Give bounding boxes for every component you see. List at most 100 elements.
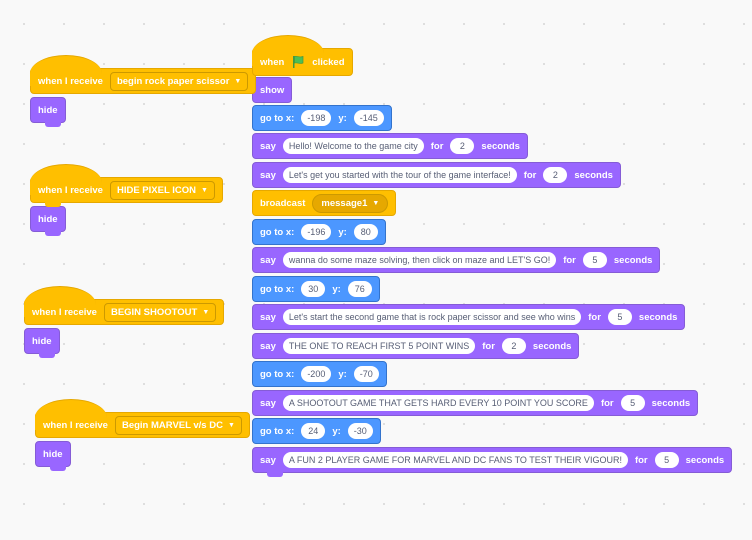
clicked-label: clicked: [312, 56, 345, 68]
broadcast-message-dropdown[interactable]: message1▼: [312, 193, 389, 213]
message-input[interactable]: Let's get you started with the tour of t…: [282, 167, 517, 183]
say-label: say: [260, 340, 276, 352]
say-for-secs-block-7[interactable]: say A FUN 2 PLAYER GAME FOR MARVEL AND D…: [252, 447, 733, 477]
for-label: for: [430, 140, 444, 152]
go-to-xy-block-1[interactable]: go to x: -198 y: -145: [252, 105, 392, 131]
goto-label: go to x:: [260, 368, 295, 380]
x-input[interactable]: 30: [301, 281, 326, 297]
say-label: say: [260, 454, 276, 466]
y-label: y:: [332, 283, 341, 295]
message-dropdown[interactable]: HIDE PIXEL ICON▼: [109, 180, 215, 200]
message-input[interactable]: A SHOOTOUT GAME THAT GETS HARD EVERY 10 …: [282, 395, 594, 411]
message-dropdown[interactable]: begin rock paper scissor▼: [109, 71, 249, 91]
go-to-xy-block-5[interactable]: go to x: 24 y: -30: [252, 418, 381, 444]
seconds-input[interactable]: 5: [620, 395, 645, 411]
show-block[interactable]: show: [252, 77, 293, 103]
chevron-down-icon: ▼: [372, 199, 380, 207]
seconds-label: seconds: [651, 397, 691, 409]
say-for-secs-block-6[interactable]: say A SHOOTOUT GAME THAT GETS HARD EVERY…: [252, 390, 699, 416]
goto-label: go to x:: [260, 283, 295, 295]
hat-label: when I receive: [32, 306, 97, 318]
say-for-secs-block-1[interactable]: say Hello! Welcome to the game city for …: [252, 133, 528, 159]
say-label: say: [260, 140, 276, 152]
broadcast-block[interactable]: broadcast message1▼: [252, 190, 397, 216]
chevron-down-icon: ▼: [234, 77, 242, 85]
show-label: show: [260, 84, 285, 96]
seconds-label: seconds: [481, 140, 520, 152]
y-input[interactable]: -30: [347, 423, 373, 439]
seconds-input[interactable]: 2: [450, 138, 475, 154]
message-dropdown[interactable]: Begin MARVEL v/s DC▼: [114, 415, 242, 435]
for-label: for: [482, 340, 495, 352]
goto-label: go to x:: [260, 112, 295, 124]
say-label: say: [260, 311, 276, 323]
chevron-down-icon: ▼: [200, 186, 208, 194]
y-label: y:: [338, 226, 347, 238]
chevron-down-icon: ▼: [227, 421, 235, 429]
when-label: when: [260, 56, 285, 68]
message-input[interactable]: Let's start the second game that is rock…: [282, 309, 582, 325]
hat-label: when I receive: [43, 419, 108, 431]
y-label: y:: [338, 112, 347, 124]
goto-label: go to x:: [260, 425, 295, 437]
message-dropdown[interactable]: BEGIN SHOOTOUT▼: [103, 302, 217, 322]
seconds-input[interactable]: 5: [607, 309, 632, 325]
seconds-input[interactable]: 5: [654, 452, 679, 468]
say-for-secs-block-2[interactable]: say Let's get you started with the tour …: [252, 162, 621, 188]
seconds-label: seconds: [638, 311, 678, 323]
x-input[interactable]: 24: [301, 423, 326, 439]
say-for-secs-block-5[interactable]: say THE ONE TO REACH FIRST 5 POINT WINS …: [252, 333, 580, 359]
for-label: for: [588, 311, 601, 323]
say-label: say: [260, 397, 276, 409]
say-label: say: [260, 254, 276, 266]
green-flag-icon: [293, 55, 304, 68]
go-to-xy-block-3[interactable]: go to x: 30 y: 76: [252, 276, 380, 302]
y-input[interactable]: 76: [347, 281, 372, 297]
for-label: for: [523, 169, 537, 181]
hat-label: when I receive: [38, 75, 103, 87]
when-i-receive-hat-4[interactable]: when I receive Begin MARVEL v/s DC▼: [35, 399, 250, 438]
goto-label: go to x:: [260, 226, 295, 238]
hide-block-3[interactable]: hide: [24, 328, 60, 358]
when-i-receive-hat-1[interactable]: when I receive begin rock paper scissor▼: [30, 55, 257, 94]
chevron-down-icon: ▼: [202, 308, 210, 316]
message-input[interactable]: wanna do some maze solving, then click o…: [282, 252, 557, 268]
y-input[interactable]: -70: [353, 366, 379, 382]
seconds-label: seconds: [685, 454, 725, 466]
say-for-secs-block-3[interactable]: say wanna do some maze solving, then cli…: [252, 247, 661, 273]
hat-label: when I receive: [38, 184, 103, 196]
message-input[interactable]: Hello! Welcome to the game city: [282, 138, 424, 154]
when-flag-clicked-hat[interactable]: when clicked: [252, 35, 353, 76]
x-input[interactable]: -198: [301, 110, 332, 126]
seconds-label: seconds: [574, 169, 613, 181]
for-label: for: [600, 397, 614, 409]
go-to-xy-block-2[interactable]: go to x: -196 y: 80: [252, 219, 386, 245]
hide-block-1[interactable]: hide: [30, 97, 66, 127]
x-input[interactable]: -196: [301, 224, 332, 240]
hide-label: hide: [38, 213, 58, 225]
y-input[interactable]: -145: [353, 110, 384, 126]
seconds-input[interactable]: 2: [501, 338, 526, 354]
say-label: say: [260, 169, 276, 181]
seconds-label: seconds: [532, 340, 572, 352]
y-label: y:: [332, 425, 341, 437]
hide-label: hide: [32, 335, 52, 347]
x-input[interactable]: -200: [301, 366, 332, 382]
message-input[interactable]: THE ONE TO REACH FIRST 5 POINT WINS: [282, 338, 476, 354]
broadcast-label: broadcast: [260, 197, 306, 209]
when-i-receive-hat-3[interactable]: when I receive BEGIN SHOOTOUT▼: [24, 286, 225, 325]
for-label: for: [563, 254, 576, 266]
hide-label: hide: [38, 104, 58, 116]
hide-block-4[interactable]: hide: [35, 441, 71, 471]
for-label: for: [634, 454, 648, 466]
hide-label: hide: [43, 448, 63, 460]
seconds-label: seconds: [613, 254, 653, 266]
message-input[interactable]: A FUN 2 PLAYER GAME FOR MARVEL AND DC FA…: [282, 452, 628, 468]
say-for-secs-block-4[interactable]: say Let's start the second game that is …: [252, 304, 686, 330]
when-i-receive-hat-2[interactable]: when I receive HIDE PIXEL ICON▼: [30, 164, 223, 207]
go-to-xy-block-4[interactable]: go to x: -200 y: -70: [252, 361, 387, 387]
y-input[interactable]: 80: [353, 224, 378, 240]
seconds-input[interactable]: 2: [543, 167, 568, 183]
seconds-input[interactable]: 5: [582, 252, 607, 268]
hide-block-2[interactable]: hide: [30, 206, 66, 236]
